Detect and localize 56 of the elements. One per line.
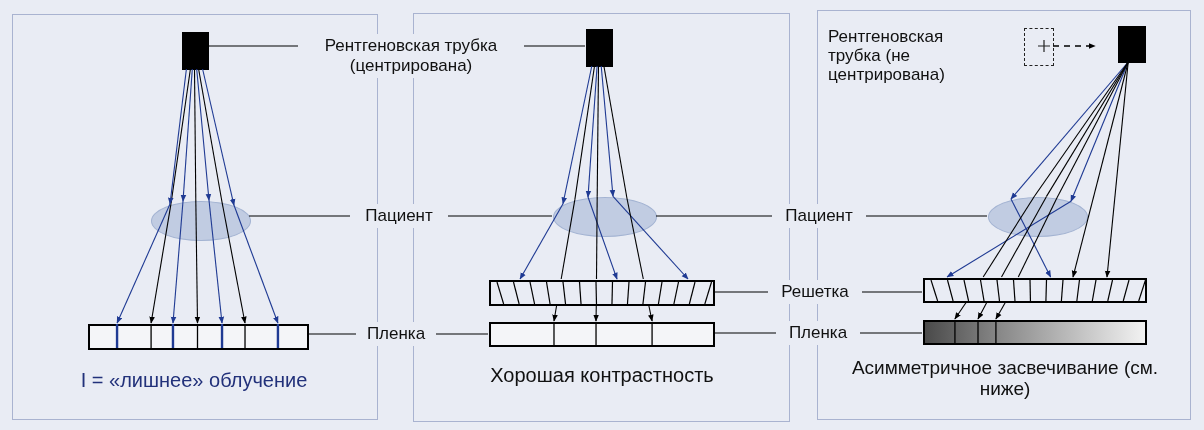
patient-ellipse	[151, 201, 251, 241]
x-ray-arrow	[648, 304, 654, 322]
panel-caption: Хорошая контрастность	[489, 364, 715, 386]
leader-line	[523, 45, 586, 47]
x-ray-arrow	[552, 304, 558, 322]
x-ray-arrow	[593, 304, 599, 322]
film-strip	[923, 320, 1147, 345]
leader-line	[207, 45, 299, 47]
x-ray-tube	[1118, 26, 1146, 63]
anti-scatter-grid	[923, 278, 1147, 303]
scattered-ray-arrow	[519, 203, 564, 280]
scattered-ray-arrow	[208, 199, 225, 324]
scattered-ray-arrow	[116, 203, 171, 324]
scattered-ray-arrow	[196, 68, 212, 201]
leader-line	[435, 333, 489, 335]
patient-ellipse	[988, 197, 1088, 237]
scattered-ray-arrow	[600, 65, 616, 197]
leader-line	[865, 215, 988, 217]
leader-line	[861, 291, 923, 293]
leader-line	[307, 333, 357, 335]
scattered-ray-arrow	[233, 204, 279, 324]
scattered-ray-arrow	[202, 68, 236, 206]
x-ray-arrow	[977, 301, 988, 320]
anti-scatter-grid	[489, 280, 715, 306]
scattered-ray-arrow	[1010, 61, 1129, 200]
patient-ellipse	[553, 197, 657, 237]
x-ray-arrow	[995, 301, 1007, 320]
x-ray-tube	[586, 29, 613, 67]
panel-caption: I = «лишнее» облучение	[79, 369, 309, 391]
shift-arrow	[1052, 43, 1096, 49]
scattered-ray-arrow	[170, 200, 184, 324]
x-ray-tube	[182, 32, 209, 70]
scattered-ray-arrow	[612, 195, 689, 280]
leader-line	[655, 215, 773, 217]
x-ray-arrow	[1104, 61, 1129, 278]
leader-line	[713, 332, 777, 334]
scattered-ray-arrow	[561, 65, 593, 205]
x-ray-arrow	[149, 203, 172, 324]
x-ray-arrow	[221, 201, 247, 324]
panel-caption: Асимметричное засвечивание (см. ниже)	[850, 357, 1160, 399]
scattered-ray-arrow	[587, 196, 618, 280]
x-ray-arrow	[954, 301, 967, 320]
film-strip	[489, 322, 715, 347]
scattered-ray-arrow	[1010, 198, 1052, 278]
scattered-ray-arrow	[946, 200, 1072, 278]
leader-line	[713, 291, 769, 293]
leader-line	[859, 332, 923, 334]
x-ray-arrow	[194, 199, 201, 324]
scattered-ray-arrow	[180, 68, 193, 202]
leader-line	[447, 215, 553, 217]
scattered-ray-arrow	[585, 65, 598, 198]
film-strip	[88, 324, 309, 350]
tube-label: Рентгеновская трубка (не центрирована)	[828, 27, 946, 84]
previous-tube-position	[1024, 28, 1054, 66]
scattered-ray-arrow	[168, 68, 187, 205]
leader-line	[248, 215, 351, 217]
